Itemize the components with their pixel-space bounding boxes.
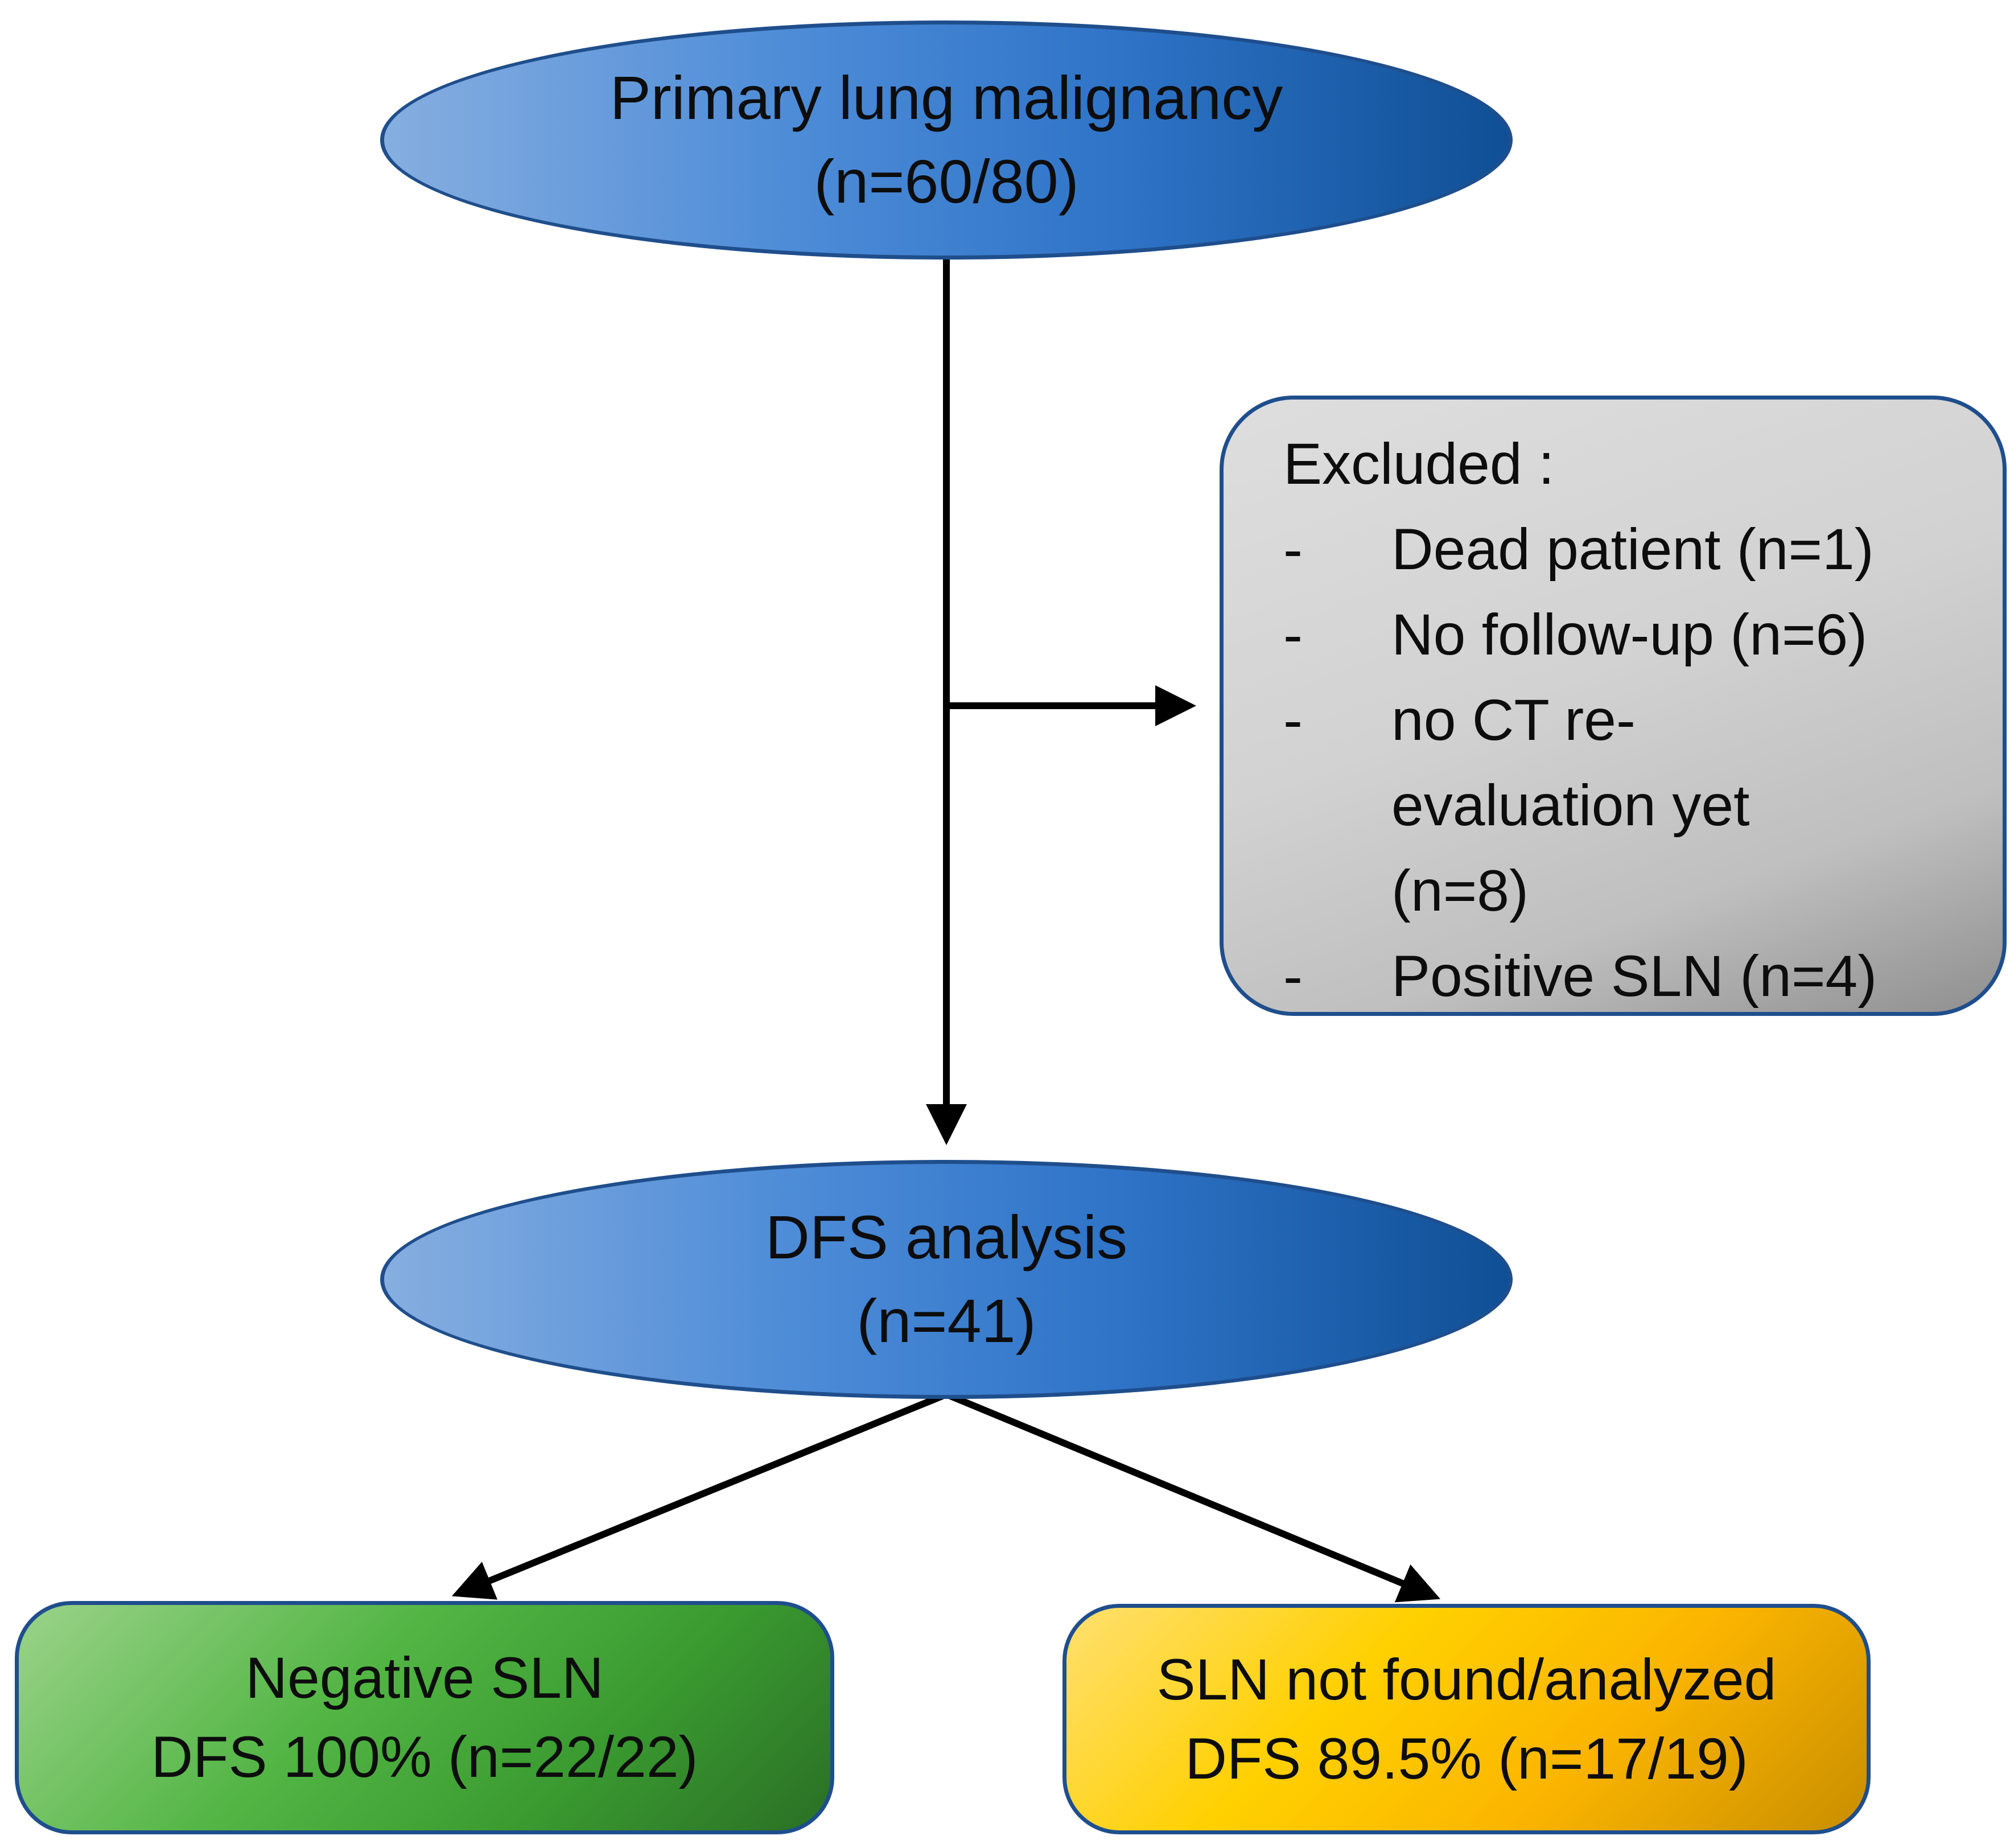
sln-not-found-node: SLN not found/analyzed DFS 89.5% (n=17/1… xyxy=(1062,1604,1871,1834)
primary-node-count: (n=60/80) xyxy=(814,147,1079,216)
arrow-dfs-to-not-found xyxy=(945,1391,1441,1603)
excluded-item-text: No follow-up (n=6) xyxy=(1391,602,1868,667)
dfs-analysis-node: DFS analysis (n=41) xyxy=(380,1160,1513,1399)
primary-node-title: Primary lung malignancy xyxy=(609,63,1283,133)
excluded-title: Excluded : xyxy=(1283,431,1555,496)
bullet-dash: - xyxy=(1283,944,1303,1009)
negative-node-title: Negative SLN xyxy=(245,1645,604,1711)
bullet-dash: - xyxy=(1283,688,1303,752)
not-found-node-dfs: DFS 89.5% (n=17/19) xyxy=(1185,1726,1748,1791)
excluded-item: - Dead patient (n=1) xyxy=(1283,507,1980,592)
bullet-dash: - xyxy=(1283,517,1303,582)
excluded-item-text: no CT re-evaluation yet (n=8) xyxy=(1391,688,1750,923)
negative-node-dfs: DFS 100% (n=22/22) xyxy=(151,1724,698,1789)
not-found-node-title: SLN not found/analyzed xyxy=(1156,1647,1777,1712)
excluded-box: Excluded : - Dead patient (n=1) - No fol… xyxy=(1220,396,2007,1016)
excluded-item-text: Positive SLN (n=4) xyxy=(1391,944,1877,1009)
primary-lung-malignancy-node: Primary lung malignancy (n=60/80) xyxy=(380,20,1513,260)
arrow-dfs-to-negative xyxy=(451,1391,948,1600)
negative-sln-node: Negative SLN DFS 100% (n=22/22) xyxy=(15,1601,834,1834)
dfs-node-title: DFS analysis xyxy=(765,1203,1128,1272)
excluded-item: - no CT re-evaluation yet (n=8) xyxy=(1283,677,1980,933)
bullet-dash: - xyxy=(1283,602,1303,667)
dfs-node-count: (n=41) xyxy=(856,1286,1036,1355)
excluded-item-text: Dead patient (n=1) xyxy=(1391,517,1874,582)
excluded-item: - Positive SLN (n=4) xyxy=(1283,933,1980,1019)
excluded-item: - No follow-up (n=6) xyxy=(1283,592,1980,677)
